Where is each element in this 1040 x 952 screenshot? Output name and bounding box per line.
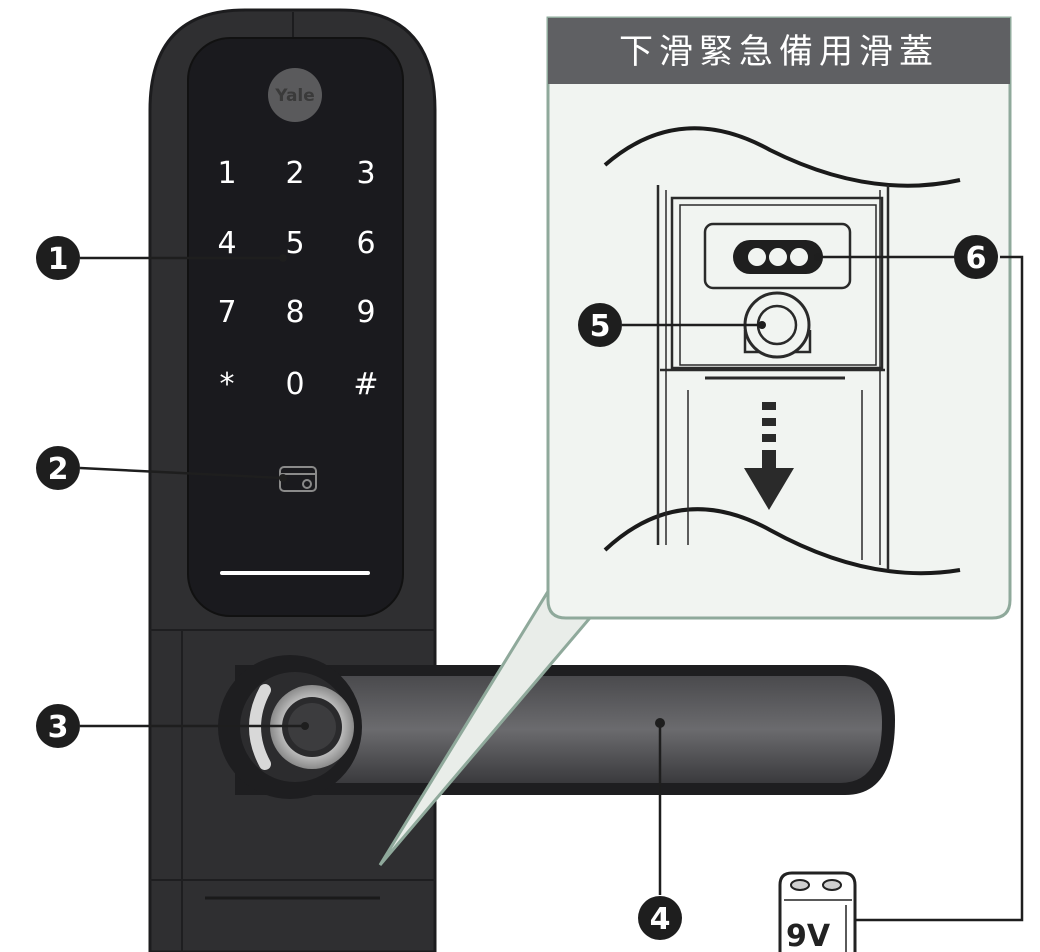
key-8[interactable]: 8 xyxy=(285,295,304,330)
fingerprint-sensor[interactable] xyxy=(270,685,354,769)
key-1[interactable]: 1 xyxy=(217,156,236,191)
callout-4: 4 xyxy=(638,896,682,940)
svg-text:4: 4 xyxy=(650,902,671,937)
key-5[interactable]: 5 xyxy=(285,226,304,261)
callout-1: 1 xyxy=(36,236,80,280)
battery-9v: 9V xyxy=(778,871,857,952)
leader-dots xyxy=(279,253,822,730)
callout-2: 2 xyxy=(36,446,80,490)
key-6[interactable]: 6 xyxy=(356,226,375,261)
key-4[interactable]: 4 xyxy=(217,226,236,261)
key-star[interactable]: * xyxy=(220,367,235,402)
battery-label: 9V xyxy=(786,919,831,952)
svg-text:6: 6 xyxy=(966,241,987,276)
inset-title: 下滑緊急備用滑蓋 xyxy=(619,32,939,72)
key-9[interactable]: 9 xyxy=(356,295,375,330)
key-0[interactable]: 0 xyxy=(285,367,304,402)
keypad[interactable]: 1 2 3 4 5 6 7 8 9 * 0 # xyxy=(217,156,378,402)
lock-body xyxy=(148,8,437,952)
svg-text:Yale: Yale xyxy=(274,86,315,106)
svg-text:1: 1 xyxy=(48,242,69,277)
svg-text:5: 5 xyxy=(590,309,611,344)
key-2[interactable]: 2 xyxy=(285,156,304,191)
callout-5: 5 xyxy=(578,303,622,347)
svg-text:2: 2 xyxy=(48,452,69,487)
keypad-panel xyxy=(187,37,404,617)
key-7[interactable]: 7 xyxy=(217,295,236,330)
key-3[interactable]: 3 xyxy=(356,156,375,191)
callout-6: 6 xyxy=(954,235,998,279)
yale-logo: Yale xyxy=(268,68,322,122)
inset-panel: 下滑緊急備用滑蓋 xyxy=(546,16,1012,620)
callout-3: 3 xyxy=(36,704,80,748)
svg-text:3: 3 xyxy=(48,710,69,745)
key-hash[interactable]: # xyxy=(353,367,378,402)
leader-lines xyxy=(79,255,1024,922)
slide-down-arrow-icon xyxy=(744,402,794,510)
inset-header xyxy=(548,18,1010,84)
